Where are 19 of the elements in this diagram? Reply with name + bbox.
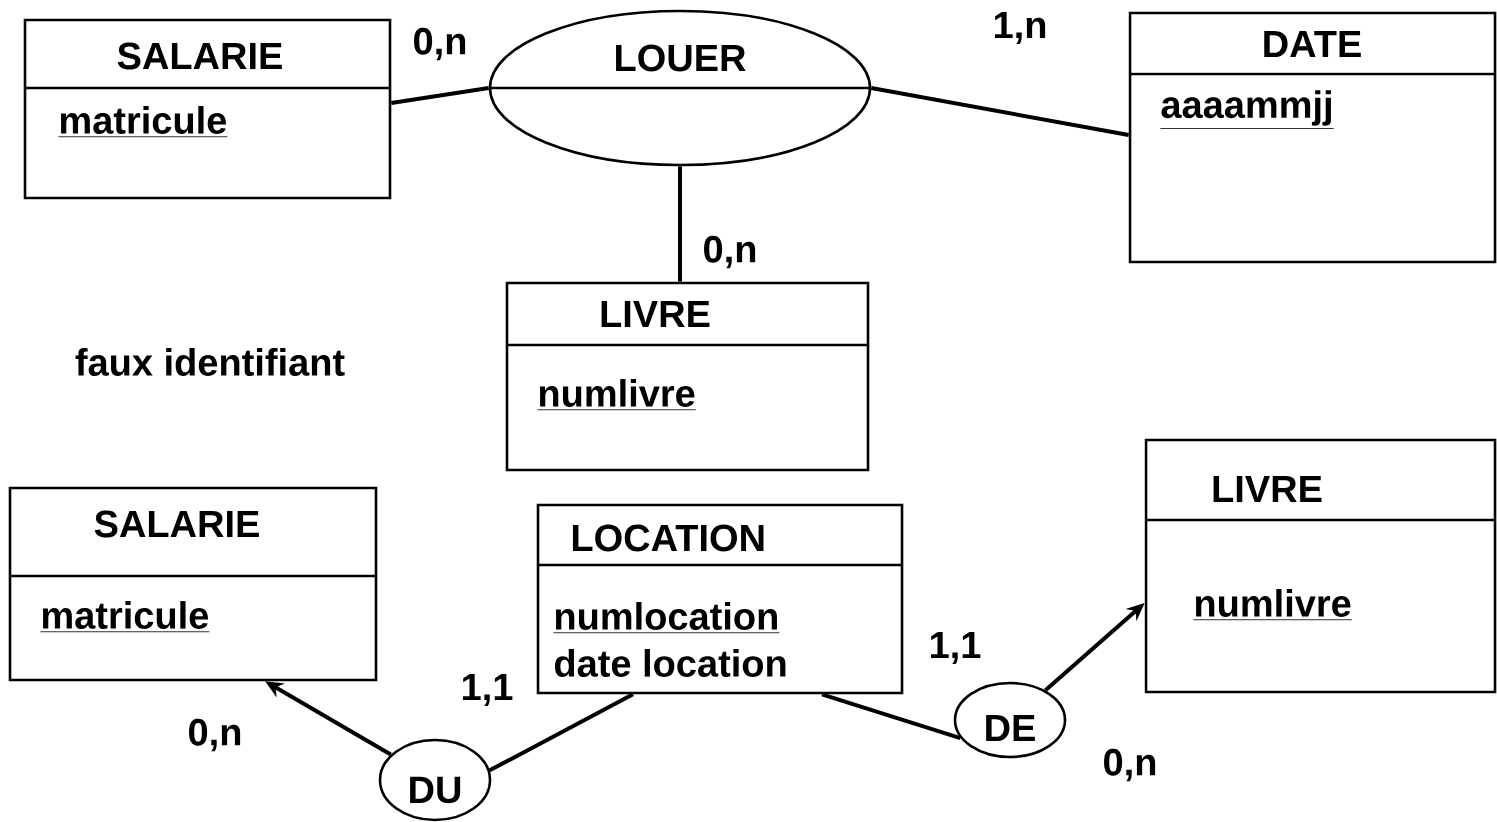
connector-line [391, 86, 489, 105]
cardinality-label: 0,n [414, 27, 466, 61]
connector-line [870, 86, 1130, 137]
entity-box: DATE aaaammjj [1128, 11, 1497, 264]
cardinality-label: 0,n [189, 718, 241, 752]
cardinality-label: 1,1 [931, 632, 981, 664]
connector-line [821, 692, 961, 740]
note-text: faux identifiant [75, 348, 345, 376]
entity-box: LIVRE numlivre [1144, 438, 1497, 694]
cardinality-label: 1,1 [463, 674, 513, 706]
connector-line [678, 166, 682, 282]
cardinality-label: 0,n [1104, 748, 1156, 782]
entity-box: SALARIE matricule [8, 486, 378, 682]
connector-line [488, 692, 634, 773]
entity-box: SALARIE matricule [23, 18, 392, 200]
cardinality-label: 1,n [994, 12, 1046, 44]
entity-box: LIVRE numlivre [505, 281, 870, 472]
entity-box: LOCATION numlocation date location [536, 503, 904, 695]
cardinality-label: 0,n [704, 235, 756, 269]
